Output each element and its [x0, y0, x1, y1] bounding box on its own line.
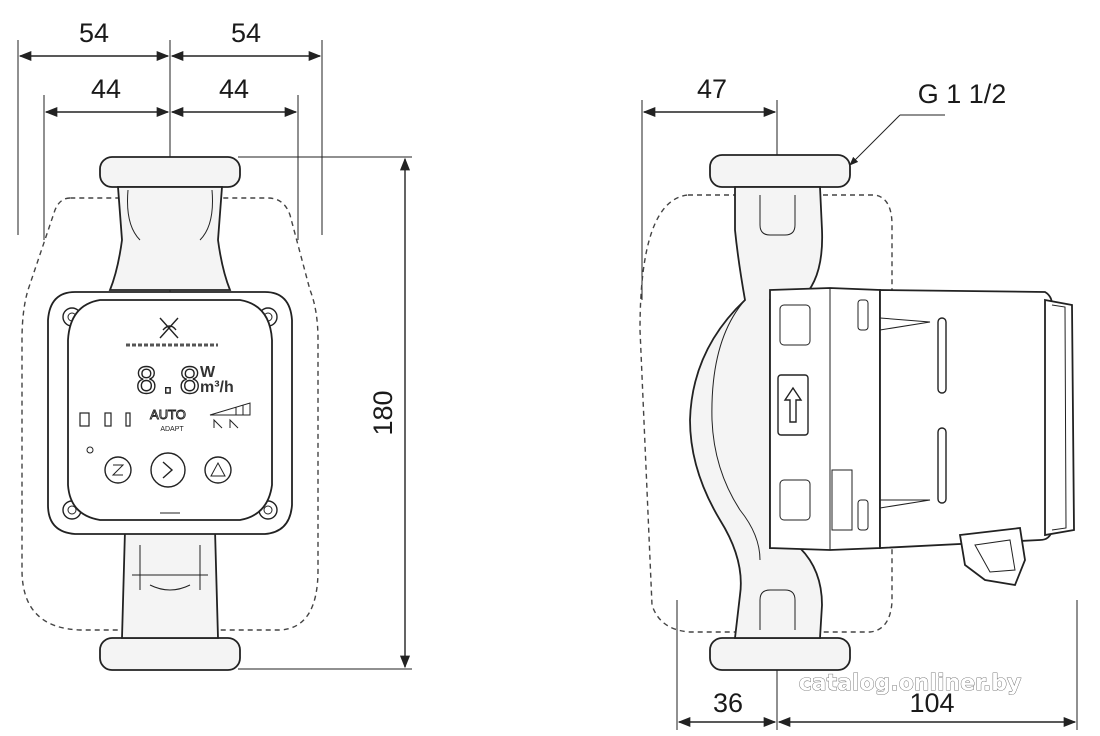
housing-contour [711, 299, 761, 561]
mode-button-icon [111, 464, 125, 476]
motor-end-cap [1044, 298, 1075, 537]
top-neck [108, 186, 232, 291]
night-mode-button[interactable] [204, 456, 232, 484]
terminal-box [958, 527, 1026, 587]
mode-bar-icon [125, 412, 131, 427]
latch-detail [857, 299, 869, 331]
led-icon [86, 446, 94, 454]
motor-rib [937, 317, 947, 394]
select-button[interactable] [150, 452, 186, 488]
mode-button[interactable] [104, 456, 132, 484]
level-indicator-icon [209, 402, 251, 416]
motor-fin [879, 317, 931, 509]
chevron-right-icon [162, 461, 174, 479]
display-digits: 8.8 [135, 361, 200, 402]
arrow-up-icon [783, 386, 803, 423]
motor-rib [937, 427, 947, 504]
control-box-side [769, 287, 881, 551]
display-unit-mh: m³/h [200, 379, 234, 396]
dim-label-44-right: 44 [219, 74, 249, 104]
dim-label-54-right: 54 [231, 18, 261, 48]
screw-icon [263, 505, 273, 515]
dim-label-47: 47 [697, 74, 727, 104]
top-flange [709, 154, 851, 188]
port-detail [759, 195, 796, 236]
end-cap-detail [1051, 304, 1067, 531]
bottom-flange [709, 637, 851, 671]
top-flange [99, 156, 241, 188]
thread-label: G 1 1/2 [918, 79, 1007, 109]
watermark: catalog.onliner.by [799, 671, 1022, 696]
mode-bar-icon [104, 412, 112, 427]
port-detail [759, 589, 796, 630]
clip-top [779, 304, 811, 346]
terminal-box-detail [974, 539, 1016, 573]
dim-label-44-left: 44 [91, 74, 121, 104]
side-view: 47 G 1 1/2 36 104 [639, 74, 1078, 730]
bottom-neck-detail [132, 545, 208, 591]
screw-icon [67, 505, 77, 515]
curve-mode-icon [213, 418, 239, 429]
motor-body [879, 289, 1053, 549]
mode-adapt-label: ADAPT [160, 426, 184, 433]
mode-auto-label: AUTO [150, 407, 186, 422]
dim-label-36: 36 [713, 688, 743, 718]
front-view: 54 54 44 44 180 [17, 18, 412, 671]
bottom-flange [99, 637, 241, 671]
display-unit-w: W [200, 364, 216, 381]
mode-bar-icon [79, 412, 90, 427]
brand-logo-icon [159, 317, 179, 339]
dim-label-180: 180 [368, 390, 398, 435]
latch-detail [857, 499, 869, 531]
connector-detail [831, 469, 853, 531]
bottom-neck [121, 529, 219, 639]
neck-detail [127, 189, 213, 241]
night-mode-icon [210, 461, 226, 477]
dim-label-54-left: 54 [79, 18, 109, 48]
clip-bottom [779, 479, 811, 521]
thread-leader-line [849, 114, 901, 166]
dim-label-104: 104 [909, 688, 954, 718]
flow-direction-box [777, 374, 809, 436]
